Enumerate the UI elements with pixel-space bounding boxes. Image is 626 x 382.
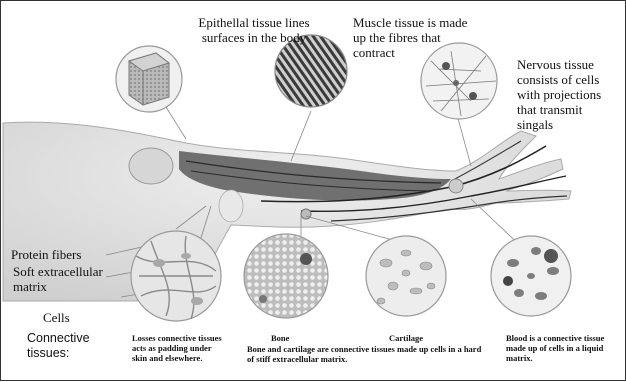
connective-tissues-label: Connective tissues: — [27, 331, 107, 361]
cartilage-circle — [366, 236, 446, 316]
soft-matrix-label: Soft extracellular matrix — [13, 264, 103, 294]
bone-cartilage-caption: Bone and cartilage are connective tissue… — [247, 344, 487, 364]
muscle-label: Muscle tissue is made up the fibres that… — [353, 15, 478, 60]
loose-connective-caption: Losses connective tissues acts as paddin… — [132, 333, 224, 363]
bone-caption: Bone — [271, 333, 311, 343]
cells-label: Cells — [43, 310, 103, 325]
protein-fibers-label: Protein fibers — [11, 247, 121, 262]
cartilage-caption: Cartilage — [389, 333, 449, 343]
epithelial-label: Epithellal tissue lines surfaces in the … — [193, 15, 315, 45]
epithelial-tissue-circle — [116, 46, 182, 112]
muscle-tissue-circle — [275, 35, 347, 107]
bone-circle — [244, 234, 328, 318]
blood-circle — [491, 236, 571, 316]
blood-caption: Blood is a connective tissue made up of … — [506, 333, 606, 363]
nervous-label: Nervous tissue consists of cells with pr… — [517, 57, 617, 132]
loose-connective-circle — [131, 231, 221, 321]
